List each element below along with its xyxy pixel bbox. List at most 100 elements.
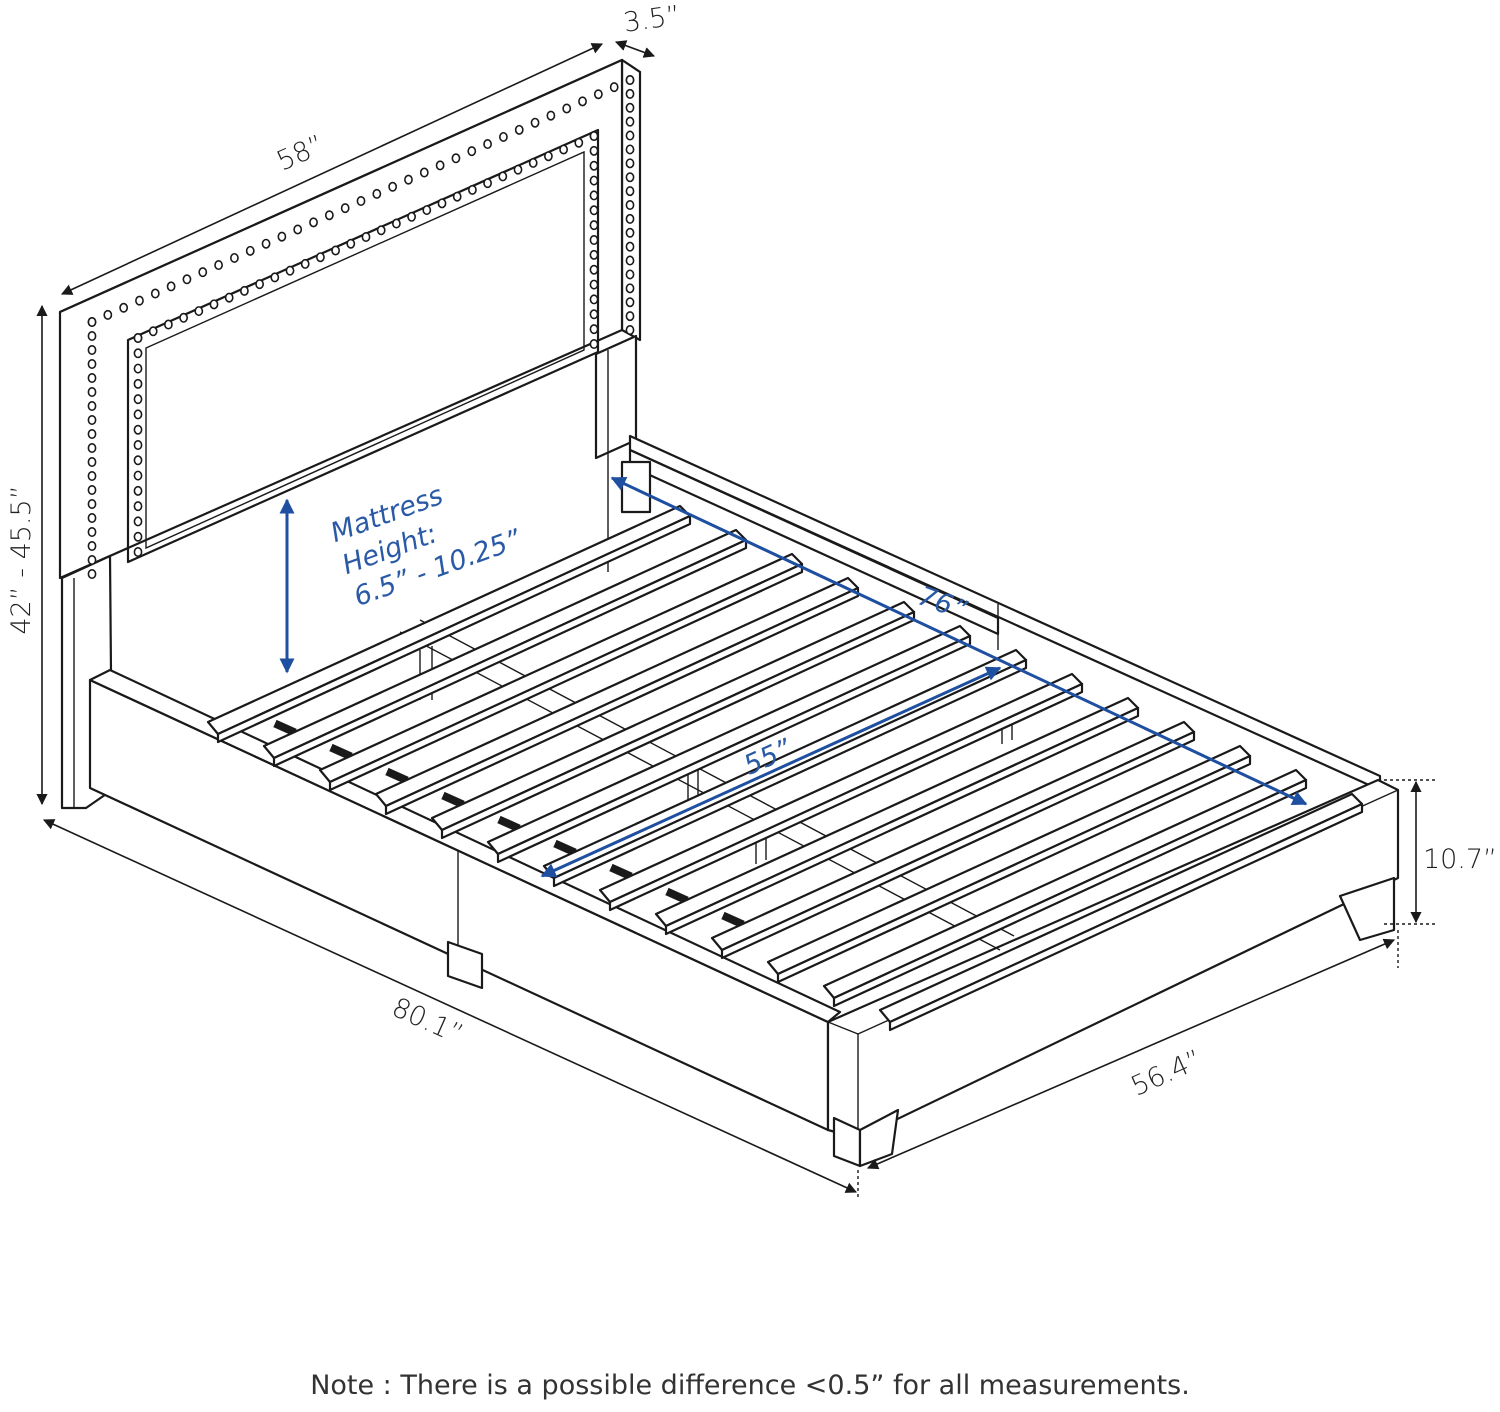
nailhead: [133, 348, 143, 359]
nailhead: [179, 312, 188, 323]
nailhead: [166, 281, 176, 292]
nailhead: [593, 89, 603, 100]
slat-strap: [441, 791, 465, 809]
nailhead: [133, 378, 143, 389]
nailhead: [135, 295, 144, 306]
nailhead: [483, 139, 492, 150]
nailhead: [324, 210, 334, 221]
nailhead: [87, 330, 97, 341]
nailhead: [148, 326, 158, 337]
nailhead: [589, 205, 599, 216]
nailhead: [87, 568, 97, 579]
nailhead: [589, 235, 599, 246]
nailhead: [578, 96, 587, 107]
nailhead: [562, 103, 572, 114]
nailhead: [133, 531, 143, 542]
nailhead: [361, 232, 371, 243]
nailhead: [356, 196, 366, 207]
nailhead: [315, 252, 325, 263]
nailhead: [133, 455, 143, 466]
nailhead: [625, 200, 635, 211]
nailhead: [293, 224, 303, 235]
nailhead: [270, 272, 280, 283]
nailhead: [435, 160, 445, 171]
nailhead: [625, 88, 635, 99]
nailhead: [625, 227, 635, 238]
nailhead: [483, 178, 492, 189]
nailhead: [546, 110, 556, 121]
nailhead: [133, 394, 143, 405]
total-height-label: 42” - 45.5”: [6, 485, 37, 634]
slat-strap: [385, 767, 409, 785]
nailhead: [119, 302, 129, 313]
nailhead: [625, 324, 635, 335]
nailhead: [209, 299, 219, 310]
nailhead: [194, 306, 204, 317]
nailhead: [625, 297, 635, 308]
nailhead: [87, 470, 97, 481]
nailhead: [625, 102, 635, 113]
nailhead: [498, 171, 508, 182]
nailhead: [87, 428, 97, 439]
nailhead: [87, 554, 97, 565]
nailhead: [133, 501, 143, 512]
nailhead: [452, 191, 462, 202]
nailhead: [419, 167, 429, 178]
nailhead: [133, 516, 143, 527]
nailhead: [239, 285, 249, 296]
nailhead: [133, 439, 143, 450]
nailhead: [625, 130, 635, 141]
nailhead: [589, 145, 599, 156]
nailhead: [87, 512, 97, 523]
nailhead: [589, 279, 599, 290]
nailhead: [514, 124, 524, 135]
nailhead: [609, 82, 619, 93]
nailhead: [103, 309, 113, 320]
nailhead: [376, 225, 386, 236]
nailhead: [87, 540, 97, 551]
nailhead: [530, 117, 540, 128]
nailhead: [87, 442, 97, 453]
headboard-width-label: 58”: [272, 129, 329, 177]
nailhead: [346, 238, 356, 249]
nailhead: [163, 319, 173, 330]
nailhead: [625, 172, 635, 183]
nailhead: [87, 456, 97, 467]
nailhead: [625, 269, 635, 280]
nailhead: [467, 184, 477, 195]
nailhead: [589, 338, 599, 349]
nailhead: [87, 386, 97, 397]
nailhead: [513, 164, 523, 175]
nailhead: [133, 470, 143, 481]
nailhead: [372, 188, 382, 199]
nailhead: [437, 198, 447, 209]
nailhead: [87, 372, 97, 383]
nailhead: [422, 205, 432, 216]
nailhead: [625, 213, 635, 224]
nailhead: [625, 186, 635, 197]
nailhead: [133, 332, 143, 343]
nailhead: [625, 241, 635, 252]
nailhead: [340, 203, 350, 214]
nailhead: [87, 414, 97, 425]
nailhead: [467, 146, 477, 157]
total-length-label: 80.1”: [387, 992, 467, 1050]
nailhead: [198, 267, 208, 278]
nailhead: [404, 174, 413, 185]
inner-dimensions: [279, 476, 1308, 878]
nailhead: [87, 400, 97, 411]
frame-height-label: 10.7”: [1423, 844, 1497, 875]
nailhead: [499, 131, 508, 142]
nailhead: [574, 137, 584, 148]
nailhead: [589, 220, 599, 231]
nailhead: [625, 158, 635, 169]
nailhead: [589, 324, 599, 335]
slat-strap: [329, 743, 353, 761]
nailhead: [133, 409, 143, 420]
nailhead: [230, 252, 239, 263]
nailhead: [87, 344, 97, 355]
nailhead: [625, 75, 635, 86]
nailhead: [407, 211, 416, 222]
dimension-lines: [36, 40, 1438, 1200]
